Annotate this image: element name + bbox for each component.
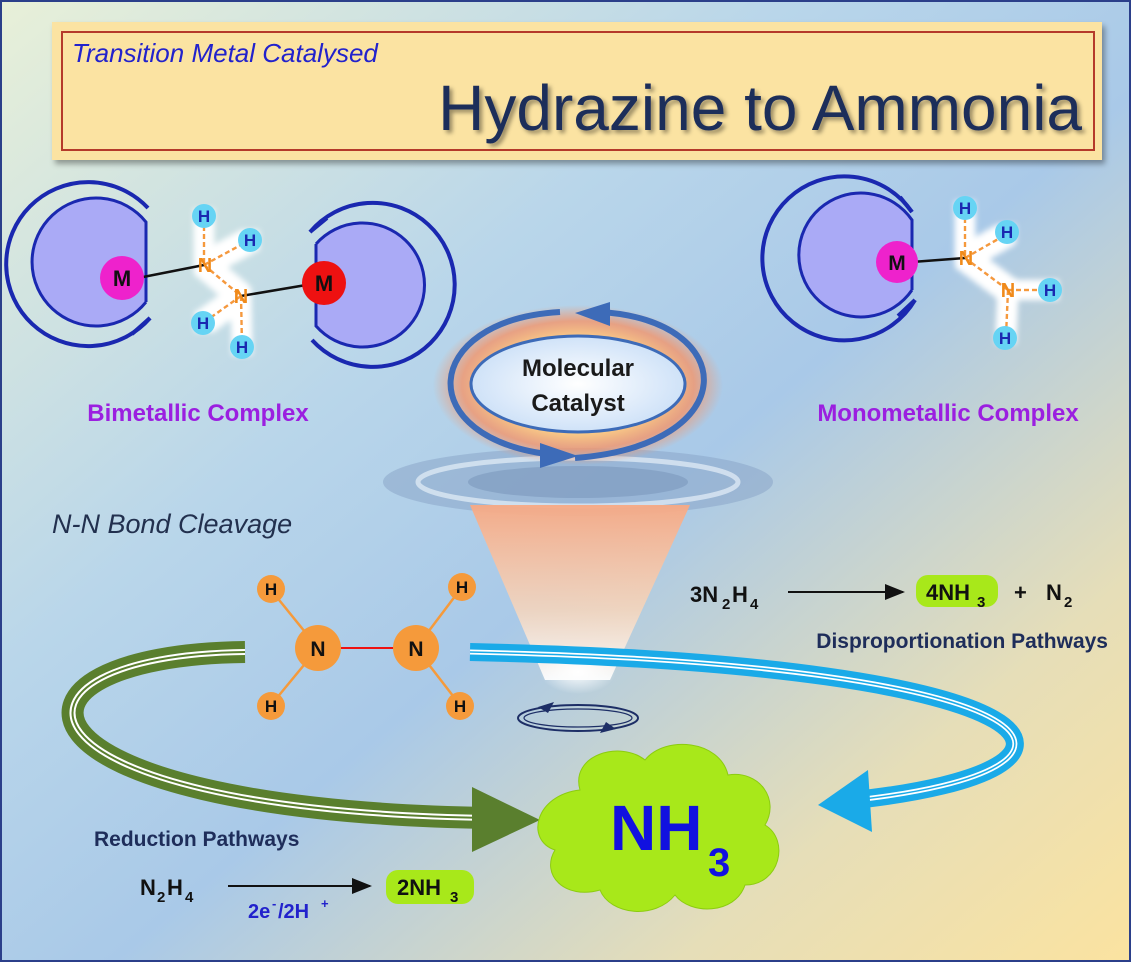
hydrogen-label: H xyxy=(198,207,210,226)
disproportionation-arrow xyxy=(469,643,1024,832)
red-product-sub: 3 xyxy=(450,889,458,906)
red-cond-hsup: + xyxy=(321,896,329,911)
nitrogen-atom-icon xyxy=(393,625,439,671)
header-box xyxy=(52,22,1102,160)
hydrogen-label: H xyxy=(265,697,277,716)
reduction-conditions: 2e - /2H + xyxy=(248,896,329,923)
hydrogen-label: H xyxy=(236,338,248,357)
hydrogen-atom-icon xyxy=(953,196,1062,350)
nitrogen-label: N xyxy=(1001,280,1015,302)
metal-center-icon xyxy=(876,241,918,283)
hydrogen-label: H xyxy=(265,580,277,599)
dispro-product-badge xyxy=(916,575,998,607)
metal-label: M xyxy=(315,271,333,296)
red-cond-h: /2H xyxy=(278,901,309,923)
hydrogen-label: H xyxy=(456,578,468,597)
hydrazine-molecule: N N H H H H xyxy=(257,573,476,720)
hydrogen-label: H xyxy=(244,231,256,250)
nh3-cloud xyxy=(537,743,780,912)
dispro-reactant-h: H xyxy=(732,582,748,607)
header-title: Hydrazine to Ammonia xyxy=(438,72,1082,144)
nitrogen-atom-icon xyxy=(295,625,341,671)
bimetallic-complex: M M N N H H H H xyxy=(4,180,457,369)
nitrogen-label: N xyxy=(198,255,212,277)
cleavage-label: N-N Bond Cleavage xyxy=(52,509,292,539)
hydrogen-label: H xyxy=(999,329,1011,348)
metal-center-icon xyxy=(302,261,346,305)
red-product: 2NH xyxy=(397,875,441,900)
catalyst-label-line2: Catalyst xyxy=(531,390,624,417)
metal-label: M xyxy=(113,266,131,291)
small-cycle-arrow-icon xyxy=(517,702,639,733)
reduction-product-badge xyxy=(386,870,474,904)
nitrogen-label: N xyxy=(959,248,973,270)
reduction-label: Reduction Pathways xyxy=(94,828,299,851)
hydrogen-label: H xyxy=(197,314,209,333)
catalyst-ellipse xyxy=(469,334,687,434)
metal-label: M xyxy=(888,252,906,275)
reduction-equation: N 2 H 4 xyxy=(140,875,194,906)
dispro-product1: 4NH xyxy=(926,580,970,605)
hydrogen-label: H xyxy=(1001,223,1013,242)
monometallic-label: Monometallic Complex xyxy=(817,400,1079,427)
catalyst-label-line1: Molecular xyxy=(522,355,634,382)
hydrogen-atom-icon xyxy=(257,573,476,720)
red-reactant-h: H xyxy=(167,875,183,900)
light-beam xyxy=(470,505,690,680)
red-cond-esup: - xyxy=(272,896,276,911)
red-cond-e: 2e xyxy=(248,901,270,923)
hydrogen-label: H xyxy=(454,697,466,716)
dispro-plus: + xyxy=(1014,580,1027,605)
catalytic-cycle-arrow-icon xyxy=(447,302,707,468)
disproportionation-equation: 3N 2 H 4 xyxy=(690,582,759,613)
nitrogen-label: N xyxy=(310,638,325,661)
dispro-product1-sub: 3 xyxy=(977,594,985,611)
reduction-arrow xyxy=(61,641,540,852)
dispro-reactant-coef: 3N xyxy=(690,582,718,607)
nh3-main: NH xyxy=(610,792,702,864)
dispro-product2: N xyxy=(1046,580,1062,605)
monometallic-complex: M N N H H H H xyxy=(760,174,1062,350)
nh3-subscript: 3 xyxy=(708,841,730,885)
bimetallic-label: Bimetallic Complex xyxy=(87,400,309,427)
dispro-reactant-sub1: 2 xyxy=(722,596,730,613)
nitrogen-label: N xyxy=(234,286,248,308)
metal-center-icon xyxy=(100,256,144,300)
hydrogen-label: H xyxy=(959,199,971,218)
nitrogen-label: N xyxy=(408,638,423,661)
red-reactant: N xyxy=(140,875,156,900)
hydrogen-atom-icon xyxy=(191,204,262,359)
dispro-reactant-sub2: 4 xyxy=(750,596,759,613)
header-subtitle: Transition Metal Catalysed xyxy=(72,38,379,68)
red-reactant-sub2: 4 xyxy=(185,889,194,906)
red-reactant-sub1: 2 xyxy=(157,889,165,906)
hydrogen-label: H xyxy=(1044,281,1056,300)
dispro-product2-sub: 2 xyxy=(1064,594,1072,611)
disproportionation-label: Disproportionation Pathways xyxy=(816,630,1108,653)
